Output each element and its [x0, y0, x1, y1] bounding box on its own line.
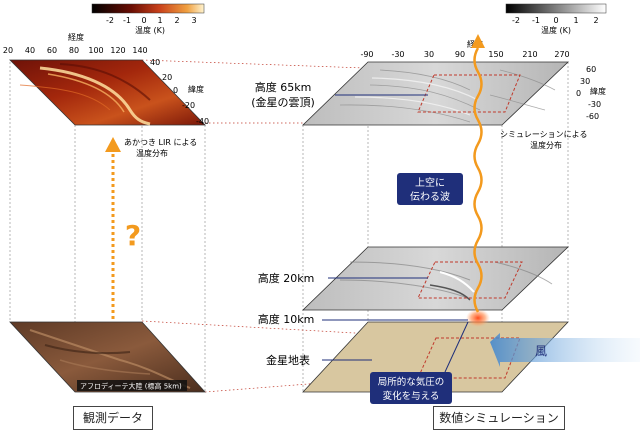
obs-lat-tick: 0: [173, 86, 178, 95]
footer-observation-label: 観測データ: [73, 406, 153, 430]
vertical-wave: [471, 34, 485, 313]
obs-lat-tick: 40: [150, 58, 160, 67]
sim-lat-axis-label: 緯度: [590, 86, 606, 96]
wave-callout: 上空に 伝わる波: [397, 173, 463, 205]
obs-lat-axis-label: 緯度: [188, 84, 204, 94]
question-mark: ?: [125, 219, 141, 252]
colorbar-left-tick: 0: [141, 16, 146, 25]
wave-callout-line2: 伝わる波: [410, 190, 450, 203]
colorbar-left-tick: -1: [123, 16, 131, 25]
wind-arrow: [490, 333, 640, 367]
simulation-temperature-map: [302, 61, 569, 126]
sim-lat-tick: -60: [586, 112, 599, 121]
colorbar-right-tick: 1: [573, 16, 578, 25]
obs-lon-tick: 100: [88, 46, 103, 55]
correlation-arrow: [105, 137, 121, 353]
obs-lon-tick: 60: [47, 46, 57, 55]
sim-lon-tick: -30: [391, 50, 404, 59]
level-10km-label: 高度 10km: [258, 312, 315, 326]
simulation-lon-axis: 経度 -90 -30 30 90 150 210 270: [360, 39, 569, 59]
sim-lat-tick: 60: [586, 65, 596, 74]
surface-region-caption: アフロディーテ大陸 (標高 5km): [80, 382, 182, 391]
simulation-lat-axis: 60 30 0 緯度 -30 -60: [576, 65, 606, 121]
obs-lon-axis-label: 経度: [68, 32, 84, 42]
sim-lat-tick: -30: [588, 100, 601, 109]
obs-caption-line1: あかつき LIR による: [124, 138, 197, 147]
obs-lat-tick: -20: [182, 101, 195, 110]
wind-label: 風: [535, 344, 547, 358]
obs-lon-tick: 80: [69, 46, 79, 55]
sim-lon-tick: 210: [522, 50, 537, 59]
level-cloud-top-sublabel: (金星の雲頂): [251, 95, 315, 109]
sim-caption-line2: 温度分布: [530, 140, 562, 150]
obs-lat-tick: 20: [162, 73, 172, 82]
level-20km-label: 高度 20km: [258, 271, 315, 285]
wave-callout-line1: 上空に: [415, 176, 445, 189]
observation-lon-axis: 経度 20 40 60 80 100 120 140: [3, 32, 148, 55]
obs-lon-tick: 120: [110, 46, 125, 55]
colorbar-right-label: 温度 (K): [541, 25, 571, 35]
sim-lon-tick: 150: [488, 50, 503, 59]
observation-lat-axis: 40 20 0 緯度 -20 -40: [150, 58, 209, 126]
colorbar-right-tick: 2: [593, 16, 598, 25]
sim-lat-tick: 0: [576, 89, 581, 98]
colorbar-left-tick: -2: [106, 16, 114, 25]
pressure-callout: 局所的な気圧の 変化を与える: [370, 372, 452, 404]
observation-temperature-map: [9, 59, 206, 126]
pressure-callout-line1: 局所的な気圧の: [378, 376, 445, 388]
sim-caption-line1: シミュレーションによる: [500, 130, 587, 139]
level-cloud-top-label: 高度 65km: [255, 80, 312, 94]
obs-lon-tick: 140: [132, 46, 147, 55]
pressure-callout-line2: 変化を与える: [383, 390, 440, 402]
obs-lat-tick: -40: [196, 117, 209, 126]
colorbar-left-tick: 1: [157, 16, 162, 25]
colorbar-left-label: 温度 (K): [135, 25, 165, 35]
colorbar-left: -2 -1 0 1 2 3 温度 (K): [91, 3, 205, 35]
colorbar-left-tick: 3: [191, 16, 196, 25]
colorbar-right-tick: 0: [553, 16, 558, 25]
colorbar-right: -2 -1 0 1 2 温度 (K): [505, 3, 607, 35]
obs-caption-line2: 温度分布: [136, 148, 168, 158]
colorbar-right-tick: -2: [512, 16, 520, 25]
simulation-20km-map: [302, 246, 569, 311]
sim-lon-tick: 90: [455, 50, 465, 59]
colorbar-left-tick: 2: [174, 16, 179, 25]
footer-simulation-label: 数値シミュレーション: [433, 406, 565, 430]
obs-lon-tick: 20: [3, 46, 13, 55]
obs-lon-tick: 40: [25, 46, 35, 55]
level-surface-label: 金星地表: [266, 353, 310, 367]
observation-surface-map: [9, 321, 206, 393]
sim-lon-tick: 30: [424, 50, 434, 59]
level-connectors: [322, 94, 469, 373]
sim-lon-tick: -90: [360, 50, 373, 59]
pressure-source-glow: [466, 309, 490, 327]
sim-lat-tick: 30: [580, 77, 590, 86]
sim-lon-tick: 270: [554, 50, 569, 59]
colorbar-right-tick: -1: [532, 16, 540, 25]
